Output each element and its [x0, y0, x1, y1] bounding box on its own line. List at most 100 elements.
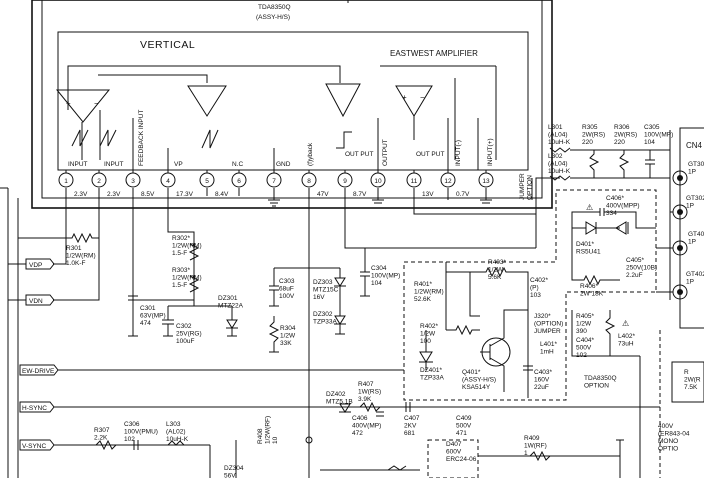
jumper-option-label: JUMPEROPTION	[519, 173, 534, 200]
pin-10: 10	[370, 170, 386, 188]
ic-part-number: TDA8350Q	[258, 4, 291, 11]
warning-triangle-icon: ⚠	[586, 203, 593, 212]
r304-resistor	[268, 316, 280, 352]
pin-12-number: 12	[444, 178, 452, 185]
pin12-label: INPUT(-)	[455, 140, 462, 166]
r406-resistor	[571, 228, 620, 286]
svg-text:+: +	[66, 99, 71, 108]
svg-text:VDP: VDP	[29, 262, 42, 269]
ic-outer-outline	[31, 0, 553, 209]
pin-13-circle	[478, 172, 494, 188]
gt30-connector	[672, 170, 688, 186]
r303-label: R303*1/2W(RM)1.5-F	[172, 267, 202, 289]
pin-5-number: 5	[205, 178, 209, 185]
option-dashed-outline	[403, 189, 657, 401]
eastwest-label: EASTWEST AMPLIFIER	[390, 49, 478, 58]
vp-amp	[187, 85, 227, 117]
pin-3: 38.5V	[125, 170, 155, 198]
pin11-label: OUT PUT	[416, 151, 444, 158]
dz301-diode	[226, 319, 238, 329]
ic-tda8350q: TDA8350Q (ASSY-H/S) VERTICAL EASTWEST AM…	[31, 0, 553, 209]
dz402-diode	[339, 403, 351, 413]
pin-13: 13	[478, 170, 494, 188]
r305-resistor	[589, 150, 600, 178]
r407-resistor	[359, 401, 381, 413]
svg-text:−: −	[420, 93, 425, 102]
pin2-label: INPUT	[104, 161, 124, 168]
eastwest-output-network: JUMPEROPTION L301(AL04)10uH-K L302(AL04)…	[413, 124, 673, 248]
pin-12-voltage: 0.7V	[456, 191, 470, 198]
l301-label: L301(AL04)10uH-K	[548, 124, 571, 146]
pin-13-number: 13	[482, 178, 490, 185]
dz302-diode	[334, 315, 346, 325]
l401-label: L401*1mH	[540, 341, 557, 356]
pin9-label: OUT PUT	[345, 151, 373, 158]
pin-1: 1 2.3V	[58, 170, 88, 198]
l301-coil	[549, 147, 571, 153]
d407-dashed-box	[427, 439, 479, 478]
pin-7-number: 7	[272, 178, 276, 185]
dz303-diode	[334, 277, 346, 287]
q401-label: Q401*(ASSY-H/S)KSA514Y	[462, 369, 496, 391]
pin-9-circle	[337, 172, 353, 188]
pin-1-voltage: 2.3V	[74, 191, 88, 198]
pin-4-circle	[160, 172, 176, 188]
pin-1-number: 1	[64, 178, 68, 185]
pin-12: 12 0.7V	[440, 170, 470, 198]
svg-text:+: +	[402, 93, 407, 102]
tda8350q-option-block: C406*400V(MPP)334 ⚠ D401*RS5U41 C405*250…	[403, 189, 657, 401]
pin-9-voltage: 8.7V	[353, 191, 367, 198]
l303-label: L303(AL02)10uH-K	[166, 421, 189, 443]
ic-function-box	[57, 31, 529, 171]
pin-9-number: 9	[343, 178, 347, 185]
r406-label: R406*2W 18K	[580, 283, 604, 298]
input-opamp	[55, 89, 111, 123]
l302-coil	[549, 175, 571, 181]
pin1-label: INPUT	[68, 161, 88, 168]
dz401-label: DZ401*TZP33A	[420, 367, 445, 382]
pin3-4-network: R302*1/2W(RM)1.5-F R303*1/2W(RM)1.5-F C3…	[128, 188, 280, 345]
cn4-label: CN4	[686, 141, 703, 150]
pin-5: 5 8.4V	[199, 170, 229, 198]
pin-5-voltage: 8.4V	[215, 191, 229, 198]
ic-assy-label: (ASSY-H/S)	[256, 14, 290, 21]
pin-6: 6	[231, 170, 247, 188]
pin-6-number: 6	[237, 178, 241, 185]
c406-label: C406*400V(MPP)334	[606, 195, 640, 217]
l302-label: L302(AL04)10uH-K	[548, 153, 571, 175]
pin-6-circle	[231, 172, 247, 188]
r307-resistor	[95, 439, 117, 451]
eastwest-amp	[395, 85, 433, 117]
r403-resistor	[446, 266, 529, 300]
pin-8-circle	[301, 172, 317, 188]
r408-label: R4081/2W(RF)10	[257, 416, 279, 444]
ic-inner-outline	[41, 0, 543, 199]
pin-2-number: 2	[97, 178, 101, 185]
r302-resistor	[188, 243, 200, 261]
